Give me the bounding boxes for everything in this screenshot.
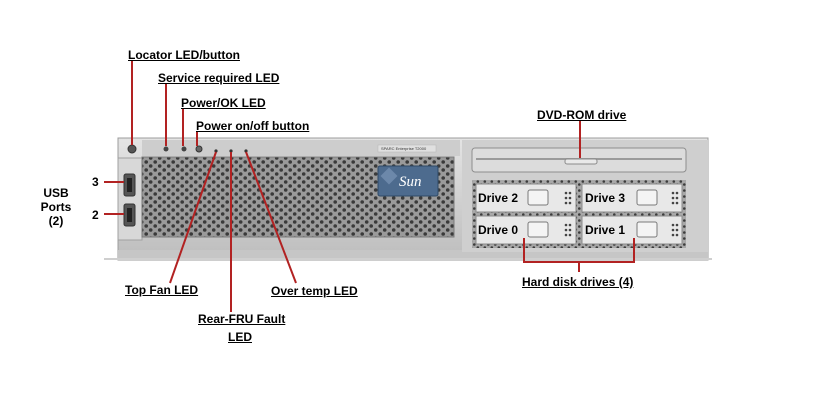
usb-ports-label: USB Ports (2) — [34, 186, 78, 228]
usb-label-line3: (2) — [48, 214, 64, 228]
drive-3[interactable] — [581, 183, 683, 213]
rear-fru-fault-callout-line2: LED — [228, 330, 252, 344]
drive-0-label: Drive 0 — [478, 223, 518, 237]
power-button-callout: Power on/off button — [196, 119, 310, 133]
drive-1[interactable] — [581, 215, 683, 245]
locator-led-button[interactable] — [127, 144, 137, 154]
dvd-rom-callout: DVD-ROM drive — [537, 108, 627, 122]
dvd-rom-drive[interactable] — [471, 147, 687, 173]
usb-port-3[interactable] — [123, 173, 136, 197]
over-temp-leader — [245, 151, 297, 284]
sun-logo-badge — [377, 165, 439, 197]
sun-logo-text: Sun — [399, 174, 422, 190]
model-label-text: SPARC Enterprise T2000 — [381, 146, 427, 151]
drive-2[interactable] — [475, 183, 577, 213]
hard-disk-drives-callout: Hard disk drives (4) — [522, 275, 634, 289]
usb-port-3-number: 3 — [92, 175, 99, 189]
rear-fru-fault-led — [229, 149, 233, 153]
locator-led-button-callout: Locator LED/button — [128, 48, 240, 62]
rear-fru-fault-callout-line1: Rear-FRU Fault — [198, 312, 286, 326]
usb-ear — [117, 157, 143, 241]
service-required-led — [163, 146, 169, 152]
usb-port-2[interactable] — [123, 203, 136, 227]
leader-lines — [104, 60, 635, 312]
drive-3-label: Drive 3 — [585, 191, 625, 205]
power-button[interactable] — [195, 145, 203, 153]
drive-0[interactable] — [475, 215, 577, 245]
top-fan-leader — [169, 151, 217, 284]
usb-label-line2: Ports — [40, 200, 72, 214]
power-ok-led-callout: Power/OK LED — [181, 96, 266, 110]
top-fan-led-callout: Top Fan LED — [125, 283, 199, 297]
over-temp-led-callout: Over temp LED — [271, 284, 358, 298]
model-label — [377, 144, 437, 153]
usb-label-line1: USB — [43, 186, 69, 200]
usb-port-2-number: 2 — [92, 208, 99, 222]
drive-2-label: Drive 2 — [478, 191, 518, 205]
service-required-led-callout: Service required LED — [158, 71, 280, 85]
drive-1-label: Drive 1 — [585, 223, 625, 237]
power-ok-led — [181, 146, 187, 152]
